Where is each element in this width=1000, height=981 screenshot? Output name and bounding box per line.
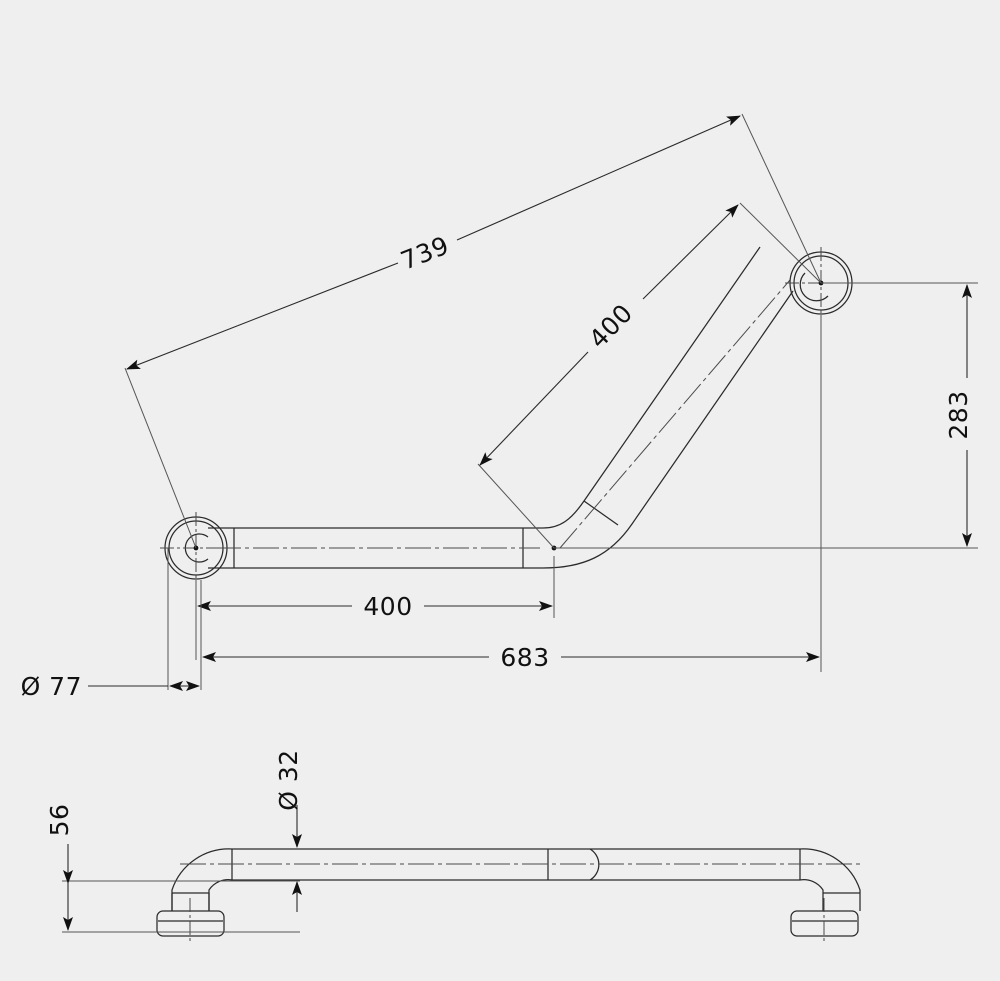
elevation-flange-right xyxy=(790,892,860,942)
dimension-683: 683 xyxy=(167,315,822,690)
dimension-projection-depth: 56 xyxy=(45,804,300,933)
angled-tube-socket-line xyxy=(583,500,619,526)
angled-tube-outer-edge xyxy=(542,290,794,569)
dim-400-diag-ext-upper xyxy=(739,202,822,284)
dim-77-label: Ø 77 xyxy=(21,672,82,701)
elevation-tube xyxy=(180,848,860,881)
flange-hub-arc-ur xyxy=(799,272,829,302)
elevation-elbow-right xyxy=(799,848,861,911)
dim-400-diag-label: 400 xyxy=(583,298,638,354)
dim-739-ext-left xyxy=(124,367,197,549)
flange-base-right-outline xyxy=(790,910,859,937)
dimension-283: 283 xyxy=(554,282,978,549)
dim-32-label: Ø 32 xyxy=(274,749,303,810)
dimension-739: 739 xyxy=(124,113,822,549)
elevation-flange-left xyxy=(156,892,225,942)
elbow-left-outer-arc xyxy=(171,848,233,911)
dim-739-label: 739 xyxy=(397,231,453,276)
angled-tube-inner-edge xyxy=(542,246,761,529)
angled-tube-centerline xyxy=(559,279,791,549)
elevation-elbow-left xyxy=(171,848,233,911)
elbow-right-outer-arc xyxy=(799,848,861,911)
dim-400-diag-line-lower xyxy=(479,351,589,466)
dimension-400-diagonal: 400 xyxy=(477,202,822,549)
plan-view: 739 400 400 xyxy=(21,113,978,701)
flange-base-left-outline xyxy=(156,910,225,937)
dimension-400-horizontal: 400 xyxy=(195,556,555,660)
dim-400-diag-line-upper xyxy=(642,204,739,300)
dim-400-diag-ext-lower xyxy=(477,463,555,549)
dim-400-horiz-label: 400 xyxy=(363,592,412,621)
dim-283-label: 283 xyxy=(944,390,973,439)
dim-739-line-right xyxy=(456,115,741,241)
horizontal-tube xyxy=(208,527,543,569)
dim-739-line-left xyxy=(126,262,399,370)
dimension-tube-diameter: Ø 32 xyxy=(274,749,303,912)
dim-56-label: 56 xyxy=(45,804,74,837)
elevation-view: Ø 32 56 xyxy=(45,749,861,942)
elbow-left-inner-arc xyxy=(208,879,233,911)
dim-683-label: 683 xyxy=(500,643,549,672)
dim-739-ext-right xyxy=(741,113,822,284)
elbow-right-inner-arc xyxy=(799,879,824,911)
elbow-and-angled-tube xyxy=(542,246,794,569)
dimension-flange-diameter: Ø 77 xyxy=(21,672,200,701)
